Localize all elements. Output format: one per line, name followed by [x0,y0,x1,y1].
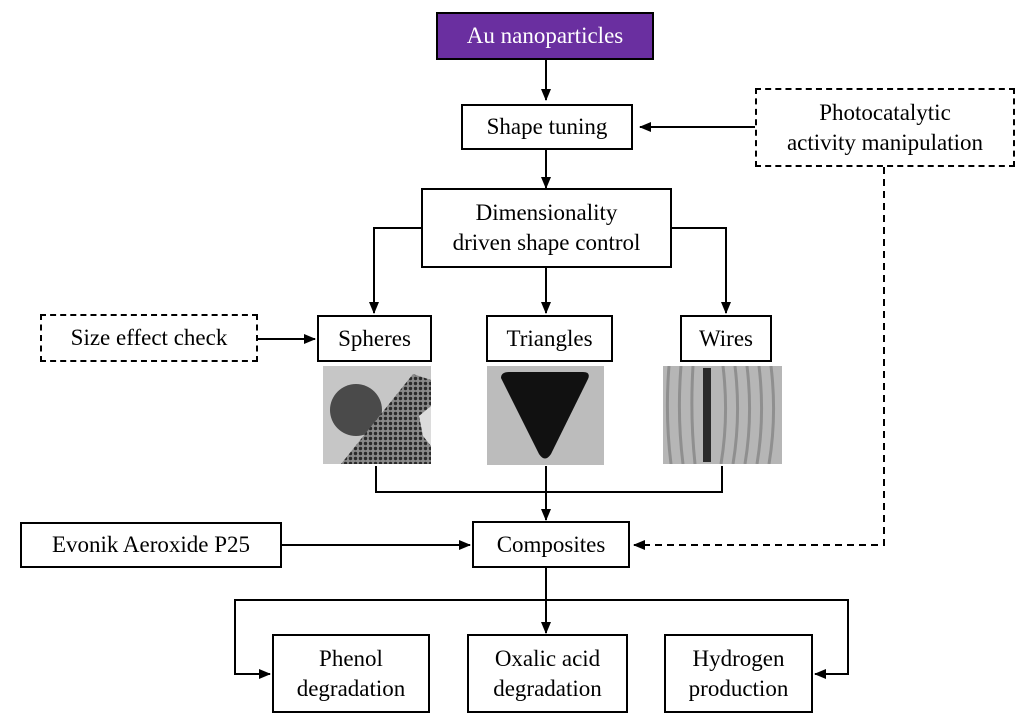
shape-tuning-node: Shape tuning [461,104,633,150]
triangles-node: Triangles [486,315,613,362]
arrow-to-phenol [234,599,546,679]
arrow-to-hydrogen [546,599,849,679]
arrow-dim-to-spheres [369,227,421,314]
triangles-micrograph [487,366,604,465]
spheres-micrograph [323,366,431,464]
composites-node: Composites [472,521,630,568]
arrow-dim-to-wires [672,227,731,314]
au-nanoparticles-node: Au nanoparticles [436,12,654,60]
spheres-image-drawing [323,366,431,464]
spheres-node: Spheres [317,315,432,362]
evonik-node: Evonik Aeroxide P25 [20,522,282,568]
wires-micrograph [663,366,782,464]
photocatalytic-node: Photocatalytic activity manipulation [755,88,1015,167]
phenol-degradation-node: Phenol degradation [272,634,430,713]
dimensionality-node: Dimensionality driven shape control [421,188,672,268]
triangle-image-drawing [487,366,604,465]
oxalic-acid-degradation-node: Oxalic acid degradation [467,634,628,713]
hydrogen-production-node: Hydrogen production [664,634,813,713]
dashed-arrow-photo-to-composites [633,167,885,550]
size-effect-node: Size effect check [40,314,258,362]
line-shapes-merge [375,466,723,493]
wires-node: Wires [680,315,772,362]
wires-image-drawing [663,366,782,464]
